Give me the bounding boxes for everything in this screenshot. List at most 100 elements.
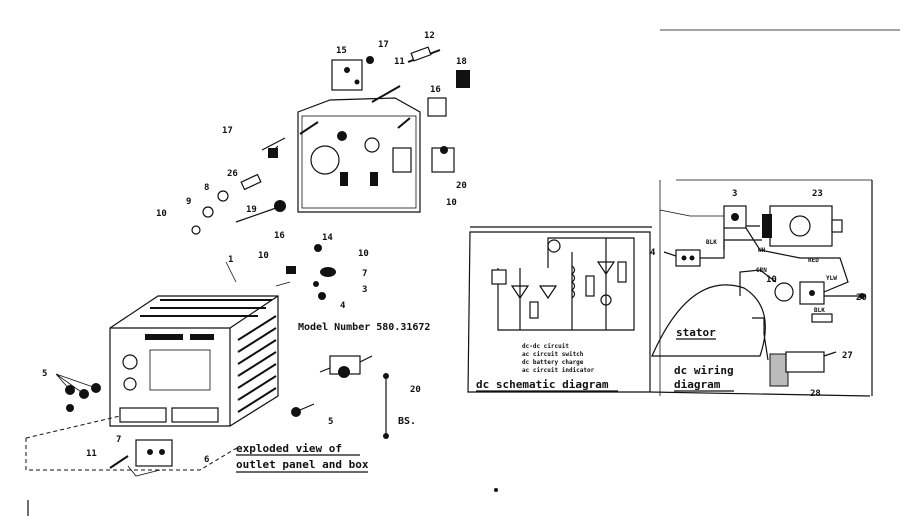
washer-part — [313, 281, 319, 287]
wire-label: GRN — [756, 267, 767, 274]
screw-part — [299, 403, 315, 411]
margin-dot — [494, 488, 498, 492]
exploded-caption: exploded view of outlet panel and box — [236, 442, 369, 473]
outlet-panel — [297, 97, 421, 213]
wire — [723, 225, 762, 250]
terminal — [809, 290, 815, 296]
bushing-part — [240, 173, 262, 191]
clip-part — [286, 266, 296, 274]
fuse-block — [675, 249, 701, 267]
box-housing — [109, 295, 279, 427]
box-knob-hole — [123, 377, 137, 391]
callout: 20 — [456, 181, 467, 191]
wire-label: YLW — [826, 275, 837, 282]
ammeter — [774, 282, 794, 302]
schematic-lamp — [600, 294, 612, 306]
knob-part — [366, 56, 374, 64]
model-number: Model Number 580.31672 — [298, 322, 430, 333]
callout: 7 — [362, 269, 367, 279]
motor-end — [762, 214, 772, 238]
callout: 20 — [856, 293, 867, 303]
wire — [700, 228, 725, 259]
fuse-part — [410, 46, 432, 62]
callout: 10 — [446, 198, 457, 208]
grommet-part — [320, 267, 336, 277]
callout: 10 — [766, 275, 777, 285]
bs-label: BS. — [398, 416, 416, 427]
schematic-diode — [596, 261, 616, 276]
legend-line: dc-dc circuit — [522, 343, 569, 350]
wire — [659, 209, 724, 217]
wiring-caption-2: diagram — [674, 378, 721, 391]
panel-socket — [370, 172, 378, 186]
schematic-coil — [571, 265, 576, 299]
receptacle-cap — [338, 366, 350, 378]
callout: 5 — [42, 369, 47, 379]
panel-bus-bar — [397, 117, 411, 129]
callout: 18 — [456, 57, 467, 67]
callout: 10 — [156, 209, 167, 219]
caption-underline — [236, 454, 368, 473]
bracket-hole — [147, 449, 153, 455]
schematic-resistor — [529, 301, 539, 319]
legend-line: ac circuit switch — [522, 351, 584, 358]
legend-line: ac circuit indicator — [522, 367, 595, 374]
bracket-hole — [159, 449, 165, 455]
switch-body-part — [268, 148, 278, 158]
wire — [763, 333, 837, 361]
callout: 15 — [336, 46, 347, 56]
panel-meter — [310, 145, 340, 175]
schematic-diode — [538, 285, 558, 300]
wire — [739, 227, 849, 334]
leader-line — [275, 281, 291, 287]
callout: 4 — [340, 301, 346, 311]
callout: 5 — [328, 417, 333, 427]
caption-line-1: exploded view of — [236, 442, 342, 455]
stator-label: stator — [676, 326, 716, 339]
callout: 17 — [222, 126, 233, 136]
panel-bus-bar — [299, 121, 319, 135]
caption-line-2: outlet panel and box — [236, 458, 369, 471]
screw-part — [318, 292, 326, 300]
panel-socket — [340, 172, 348, 186]
rod-end — [383, 373, 389, 379]
bolt-part — [109, 455, 129, 469]
terminal-strip — [811, 313, 833, 323]
screw-part — [191, 225, 201, 235]
stator-shape — [651, 284, 766, 357]
callout: 11 — [394, 57, 405, 67]
schematic-legend: dc-dc circuit ac circuit switch dc batte… — [522, 343, 595, 374]
cooling-fins — [140, 299, 277, 413]
callout: 10 — [258, 251, 269, 261]
motor-shaft — [831, 219, 843, 233]
grommet-part — [66, 404, 74, 412]
panel-breaker — [392, 147, 412, 173]
callout: 8 — [204, 183, 209, 193]
switch-knob — [731, 213, 739, 221]
shaft-part — [235, 207, 277, 223]
callout: 27 — [842, 351, 853, 361]
callout: 11 — [86, 449, 97, 459]
box-outlet — [119, 407, 167, 423]
callout: 23 — [812, 189, 823, 199]
rod-end — [383, 433, 389, 439]
callout: 3 — [732, 189, 737, 199]
callout: 14 — [322, 233, 333, 243]
callout: 12 — [424, 31, 435, 41]
callout: 16 — [274, 231, 285, 241]
rectifier — [769, 353, 789, 387]
motor-body — [769, 205, 833, 247]
schematic-component — [491, 269, 507, 285]
receptacle-cap — [440, 146, 448, 154]
wiring-diagram: stator dc wiring diagram BLK WH RED GRN … — [649, 29, 900, 399]
box-outlet — [171, 407, 219, 423]
callout: 9 — [186, 197, 191, 207]
cord-part — [319, 355, 373, 373]
terminal — [689, 255, 695, 261]
callouts-exploded: 15 17 12 11 18 16 10 20 17 26 8 9 10 19 … — [42, 31, 467, 465]
wire — [663, 251, 677, 257]
callout: 19 — [246, 205, 257, 215]
wire-label: BLK — [814, 307, 825, 314]
block-part — [427, 97, 447, 117]
